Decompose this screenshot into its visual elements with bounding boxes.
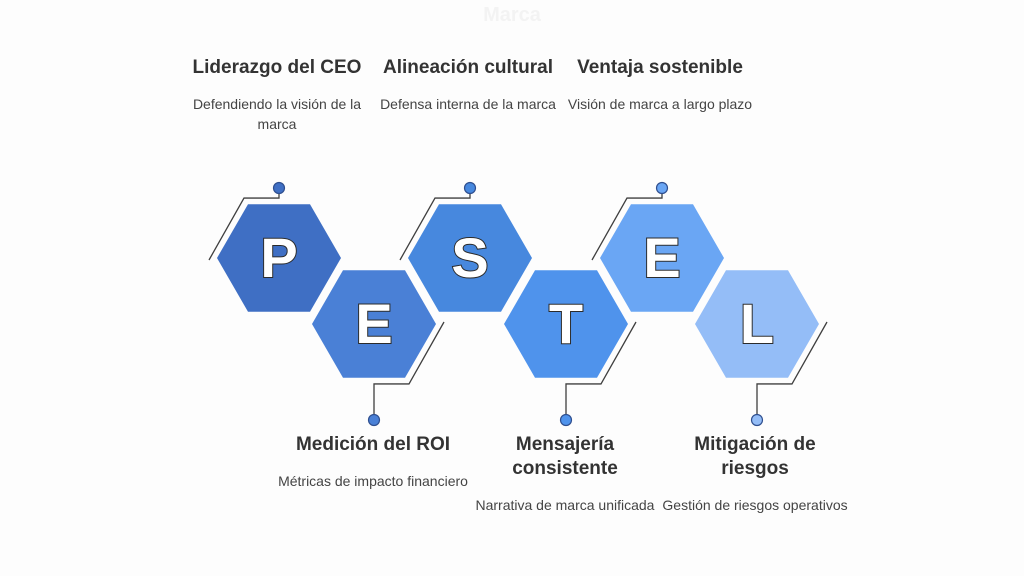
hex-letter-e1: E bbox=[355, 292, 392, 355]
hex-letter-s: S bbox=[451, 226, 488, 289]
hex-letter-t: T bbox=[549, 292, 583, 355]
hex-group-e1: E bbox=[312, 270, 445, 427]
hex-group-s: S bbox=[399, 181, 532, 312]
factor-title-e1: Medición del ROI bbox=[295, 434, 451, 455]
hexagon-l bbox=[695, 270, 819, 378]
faint-header-title: Marca bbox=[483, 4, 541, 26]
hex-group-l: L bbox=[695, 270, 828, 427]
hex-group-e2: E bbox=[591, 181, 724, 312]
factor-desc-e1: Métricas de impacto financiero bbox=[278, 473, 468, 489]
factor-desc-p: Defendiendo la visión de la marca bbox=[192, 96, 362, 132]
hex-letter-e2: E bbox=[643, 226, 680, 289]
label-mensajeria: Mensajería consistente Narrativa de marc… bbox=[470, 433, 660, 515]
factor-desc-s: Defensa interna de la marca bbox=[380, 96, 556, 112]
connector-dot-l bbox=[750, 413, 764, 427]
factor-desc-t: Narrativa de marca unificada bbox=[475, 497, 655, 513]
hex-group-t: T bbox=[504, 270, 637, 427]
label-alineacion: Alineación cultural Defensa interna de l… bbox=[373, 56, 563, 114]
connector-line-t bbox=[565, 321, 637, 420]
connector-dot-p bbox=[272, 181, 286, 195]
hexagon-e2 bbox=[600, 204, 724, 312]
factor-desc-l: Gestión de riesgos operativos bbox=[662, 497, 848, 513]
hexagon-t bbox=[504, 270, 628, 378]
connector-line-e1 bbox=[373, 321, 445, 420]
connector-dot-s bbox=[463, 181, 477, 195]
hex-letter-l: L bbox=[740, 292, 774, 355]
factor-title-l: Mitigación de riesgos bbox=[694, 434, 816, 479]
factor-title-e2: Ventaja sostenible bbox=[577, 57, 743, 78]
connector-line-l bbox=[756, 321, 828, 420]
connector-dot-t bbox=[559, 413, 573, 427]
connector-dot-e2 bbox=[655, 181, 669, 195]
factor-title-s: Alineación cultural bbox=[383, 57, 553, 78]
hexagon-s bbox=[408, 204, 532, 312]
factor-desc-e2: Visión de marca a largo plazo bbox=[567, 96, 753, 112]
factor-title-p: Liderazgo del CEO bbox=[192, 57, 362, 78]
hex-letter-p: P bbox=[260, 226, 297, 289]
factor-title-t: Mensajería consistente bbox=[512, 434, 618, 479]
label-medicion: Medición del ROI Métricas de impacto fin… bbox=[278, 433, 468, 491]
label-liderazgo: Liderazgo del CEO Defendiendo la visión … bbox=[182, 56, 372, 134]
hex-group-p: P bbox=[208, 181, 341, 312]
label-mitigacion: Mitigación de riesgos Gestión de riesgos… bbox=[660, 433, 850, 515]
hexagon-e1 bbox=[312, 270, 436, 378]
connector-dot-e1 bbox=[367, 413, 381, 427]
hexagon-p bbox=[217, 204, 341, 312]
label-ventaja: Ventaja sostenible Visión de marca a lar… bbox=[565, 56, 755, 114]
